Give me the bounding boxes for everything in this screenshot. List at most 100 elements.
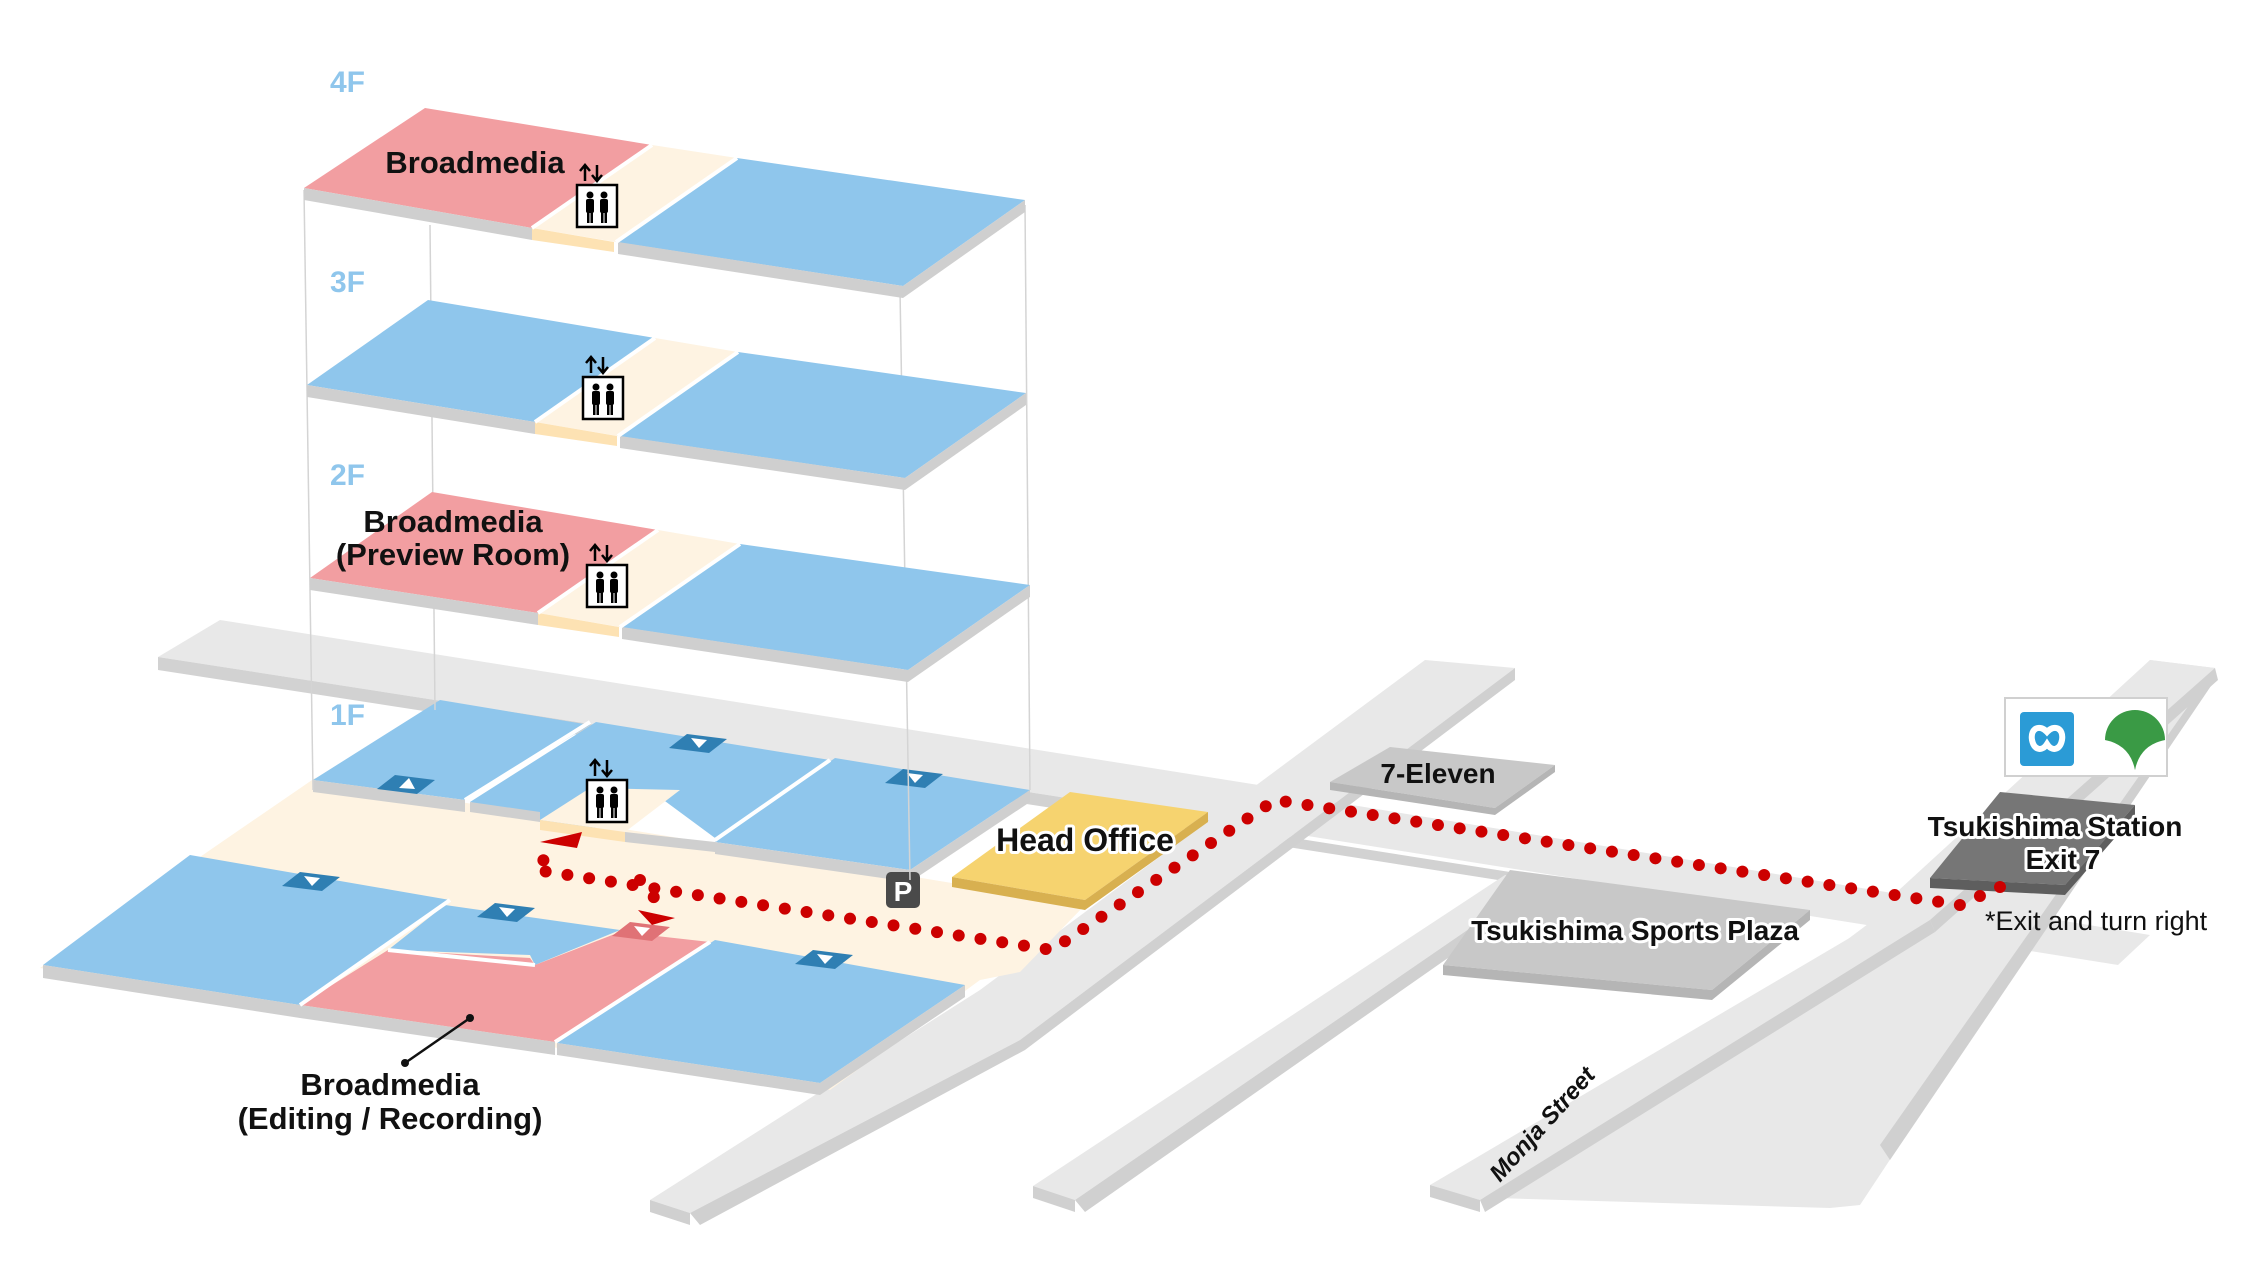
floor-4f [304,108,1025,298]
floor-label-1f: 1F [330,699,365,732]
route-dot [1131,886,1144,899]
tenant-label-1f-line2: (Editing / Recording) [238,1101,543,1136]
floor-1f: P [40,700,1085,1095]
route-dot [1649,852,1662,865]
route-dot [1801,875,1814,888]
route-arrows [540,832,675,925]
callout-line [404,1016,471,1065]
route-dot [1779,872,1792,885]
head-office-building [952,792,1208,910]
route-dot [648,882,661,895]
route-dot [1301,798,1314,811]
route-dot [735,895,748,908]
route-dot [1077,923,1090,936]
route-dot [1823,878,1836,891]
room-3f-left [307,300,655,422]
route-dot [1241,812,1254,825]
route-dot [1150,873,1163,886]
station-name-label: Tsukishima Station [1928,811,2183,842]
toei-ginkgo-logo [2105,710,2165,770]
route-dot [1845,882,1858,895]
route-dot [1736,865,1749,878]
sports-plaza-label: Tsukishima Sports Plaza [1471,915,1799,946]
room-4f-other [616,158,1025,286]
route-dot [1540,835,1553,848]
room-1f-back-left [313,700,590,800]
route-dot [1259,800,1272,813]
route-dot [691,889,704,902]
walking-route [537,795,2006,956]
route-dot [1497,828,1510,841]
route-dot [1888,888,1901,901]
route-dot [604,875,617,888]
route-dot [561,868,574,881]
route-dot [1758,868,1771,881]
route-dot [1866,885,1879,898]
route-dot [930,926,943,939]
route-dot [909,922,922,935]
entrance-arrow-icon [377,775,435,794]
route-dot [713,892,726,905]
route-dot [539,865,552,878]
route-dot [1388,812,1401,825]
tokyo-metro-logo [2020,712,2074,766]
entrance-arrow-icon [885,769,943,788]
route-dot [1017,939,1030,952]
route-dot [634,874,646,886]
station-note: *Exit and turn right [1985,906,2208,936]
route-dot [865,916,878,929]
entrance-arrow-icon [477,903,535,922]
floor-label-3f: 3F [330,266,365,299]
route-dot [1058,935,1071,948]
route-dot [1953,898,1966,911]
tenant-label-1f-line1: Broadmedia [300,1067,480,1102]
route-dot [1095,910,1108,923]
route-dot [1323,802,1336,815]
route-dot [996,936,1009,949]
route-dot [1562,838,1575,851]
tenant-label-4f: Broadmedia [385,145,565,180]
route-dot [1627,848,1640,861]
route-dot [757,899,770,912]
room-1f-front-left [43,855,450,1005]
route-arrow-to-editing-room [638,910,675,925]
route-dot [1410,815,1423,828]
route-dot [1431,818,1444,831]
sports-plaza-building [1443,870,1810,1000]
route-dot [670,885,683,898]
route-dot [1910,892,1923,905]
room-2f-other [620,544,1030,670]
route-dot [844,912,857,925]
station-exit-label: Exit 7 [2026,844,2101,875]
tenant-label-2f-line1: Broadmedia [363,504,543,539]
route-dot [1168,861,1181,874]
route-dot [1605,845,1618,858]
road-diagonal-front [650,660,1515,1225]
entrance-markers-1f [282,734,943,969]
room-1f-front-right [557,940,965,1083]
room-1f-back-right [715,758,1030,870]
route-dot [1366,808,1379,821]
parking-label: P [894,876,913,907]
route-dot [1475,825,1488,838]
route-dot [1692,858,1705,871]
entrance-arrow-icon [795,950,853,969]
route-dot [887,919,900,932]
callout-dot [401,1059,409,1067]
callout-dot [466,1014,474,1022]
room-dividers-1f [298,720,832,1044]
route-arrow-to-elevator [540,832,582,848]
route-dot [1973,890,1986,903]
route-dot [1344,805,1357,818]
route-dot [1453,822,1466,835]
room-1f-broadmedia-editing [300,932,710,1042]
monja-street-band [1430,920,1935,1212]
route-dot [778,902,791,915]
route-dot [822,909,835,922]
room-2f-broadmedia [310,492,658,613]
route-dot [1714,862,1727,875]
route-dot [974,932,987,945]
route-dot [1039,943,1052,956]
route-dot [537,854,550,867]
room-1f-front-mid-blue [388,905,620,965]
